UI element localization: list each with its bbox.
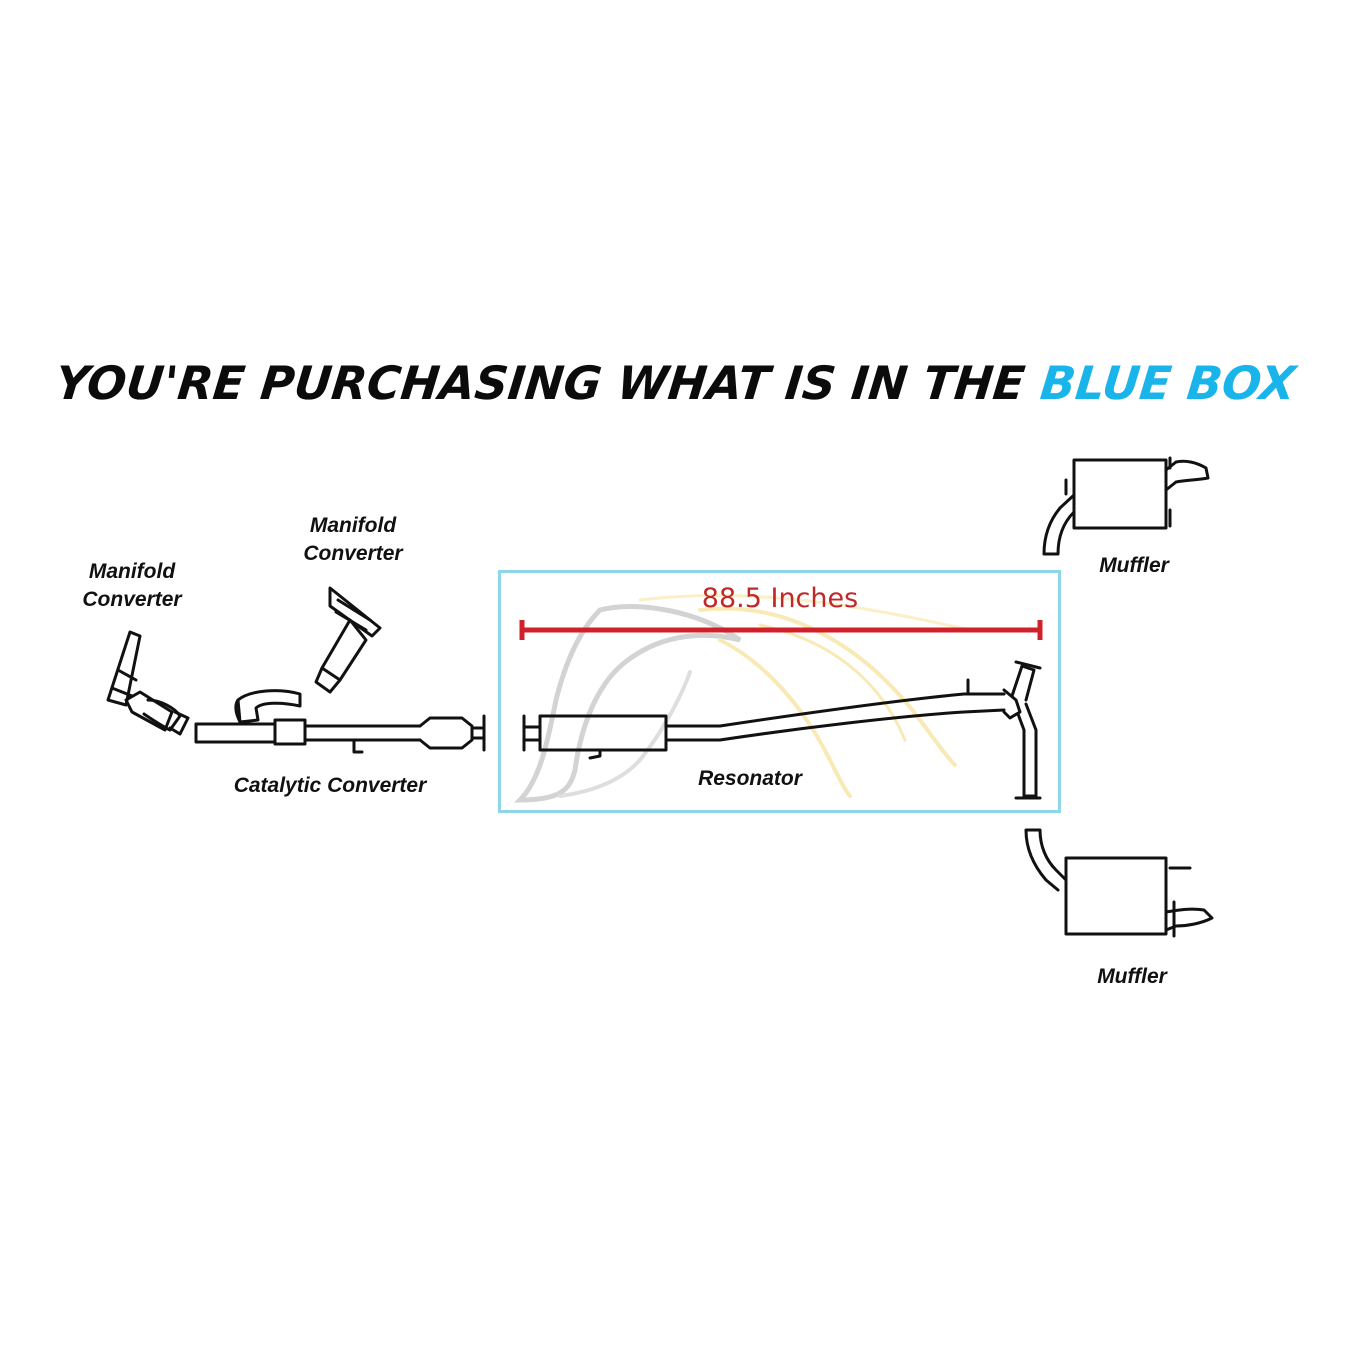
highlight-box bbox=[498, 570, 1061, 813]
muffler-top-drawing bbox=[1042, 456, 1210, 556]
label-manifold-converter-left: Manifold Converter bbox=[72, 558, 192, 614]
manifold-converter-right-drawing bbox=[314, 586, 382, 694]
exhaust-line-art bbox=[106, 456, 1214, 938]
catalytic-converter-pipe-drawing bbox=[194, 714, 486, 754]
label-manifold-converter-right: Manifold Converter bbox=[292, 512, 414, 568]
label-line: Converter bbox=[303, 542, 403, 565]
label-line: Manifold bbox=[309, 514, 397, 537]
crossover-pipe-drawing bbox=[234, 689, 302, 724]
manifold-converter-left-drawing bbox=[106, 630, 190, 736]
dimension-label: 88.5 Inches bbox=[701, 583, 859, 614]
label-muffler-bottom: Muffler bbox=[1097, 965, 1167, 988]
dimension-line bbox=[519, 620, 1043, 640]
label-resonator: Resonator bbox=[698, 767, 802, 790]
muffler-bottom-drawing bbox=[1024, 828, 1214, 938]
label-line: Converter bbox=[82, 588, 182, 611]
label-muffler-top: Muffler bbox=[1099, 554, 1169, 577]
resonator-pipe-drawing bbox=[522, 660, 1042, 800]
label-line: Manifold bbox=[88, 560, 176, 583]
label-catalytic-converter: Catalytic Converter bbox=[233, 774, 427, 797]
